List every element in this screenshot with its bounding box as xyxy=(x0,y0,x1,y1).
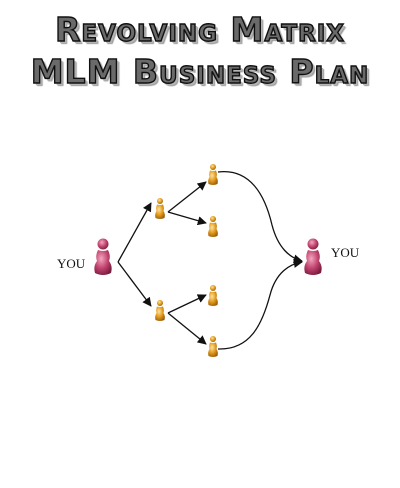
arrow-top-to-l2-1 xyxy=(167,181,207,213)
level2-person-3-icon xyxy=(208,285,218,306)
title-line-2: MLM Business Plan xyxy=(30,51,370,91)
left-you-label: YOU xyxy=(57,256,86,271)
level2-person-2-icon xyxy=(208,216,218,237)
you-person-right-icon xyxy=(304,238,322,275)
arrow-bottom-to-l2-4 xyxy=(167,312,207,345)
arrow-you-to-bottom xyxy=(117,261,152,307)
arrow-top-to-l2-2 xyxy=(167,211,207,226)
right-you-label: YOU xyxy=(331,245,360,260)
level2-person-1-icon xyxy=(208,164,218,185)
arrow-bottom-to-l2-3 xyxy=(167,294,207,314)
title-line-1: Revolving Matrix xyxy=(54,9,346,49)
level1-top-person-icon xyxy=(155,198,165,219)
return-arrow-bottom xyxy=(217,258,303,350)
level1-bottom-person-icon xyxy=(155,300,165,321)
you-person-left-icon xyxy=(94,238,112,275)
arrow-you-to-top xyxy=(117,202,152,263)
return-arrow-top xyxy=(217,171,303,264)
level2-person-4-icon xyxy=(208,336,218,357)
